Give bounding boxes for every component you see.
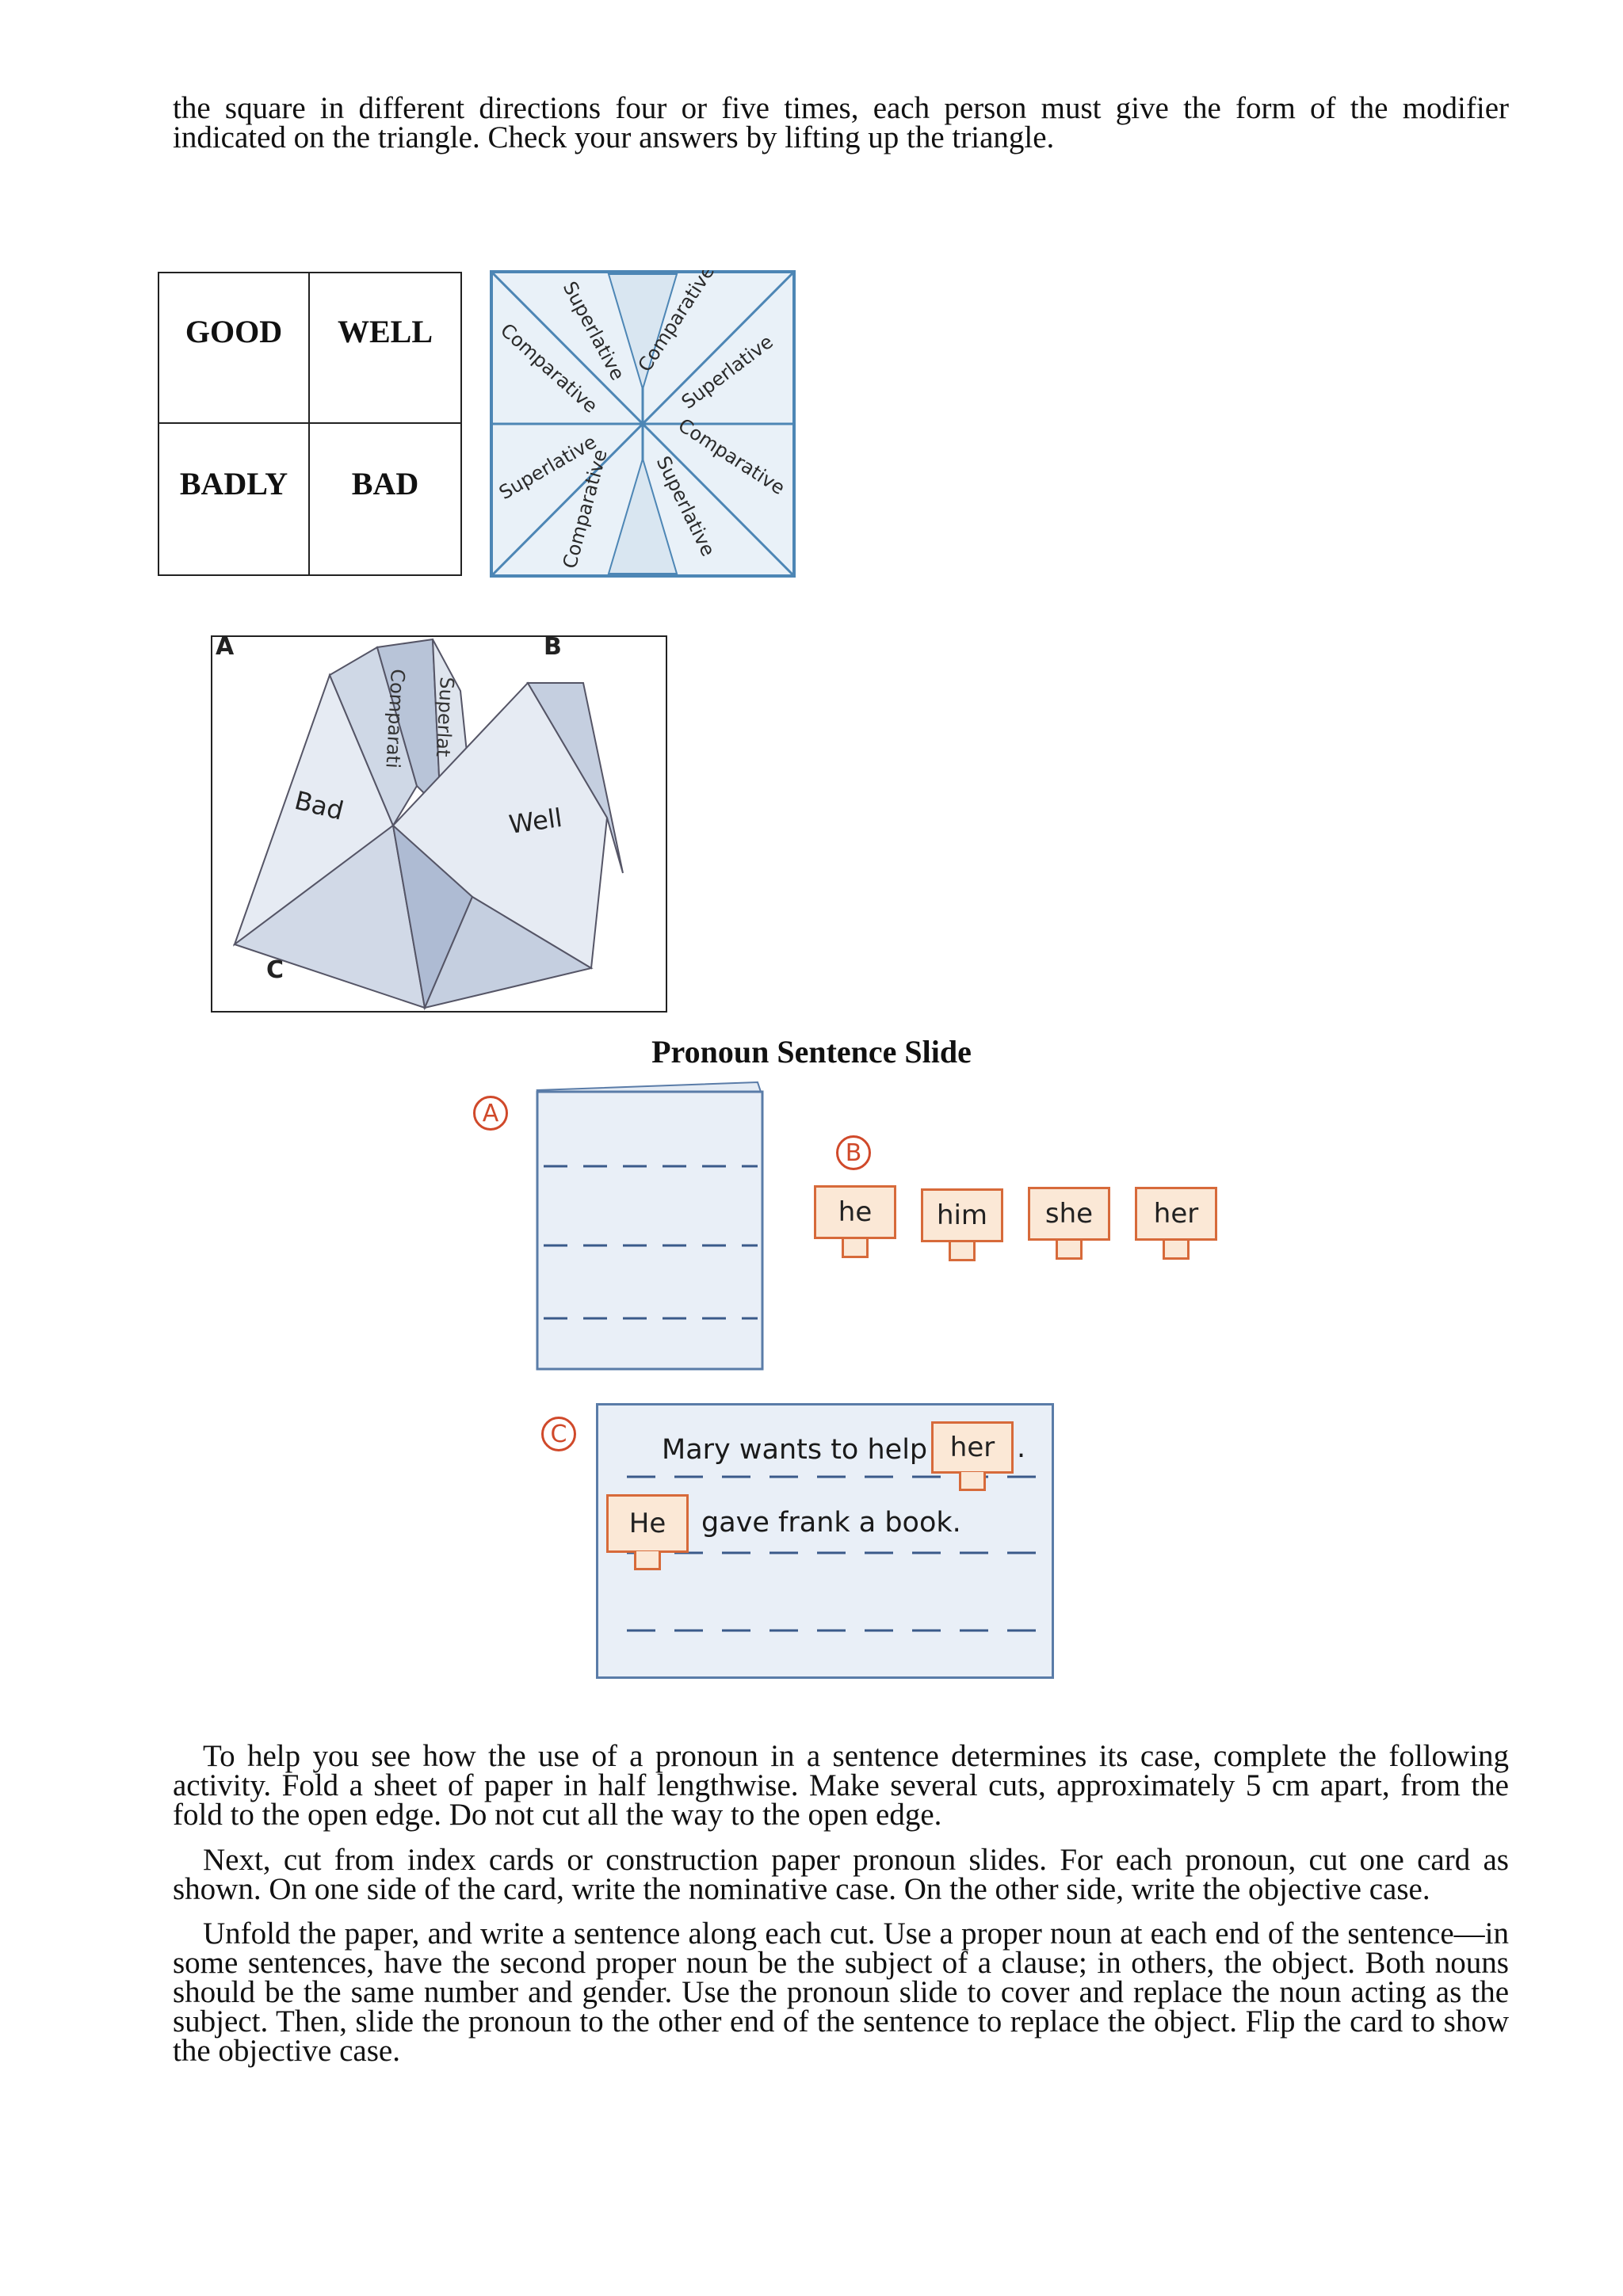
folded-paper-diagram bbox=[536, 1081, 766, 1372]
grid-cell-good: GOOD bbox=[159, 273, 310, 424]
pronoun-slide-she: she bbox=[1028, 1187, 1110, 1241]
pronoun-slide-tab bbox=[949, 1242, 976, 1261]
pronoun-slide-her: her bbox=[1135, 1187, 1217, 1241]
grid-cell-well: WELL bbox=[310, 273, 460, 424]
sentence-one-period: . bbox=[1017, 1432, 1025, 1464]
pronoun-slide-tab bbox=[634, 1551, 661, 1570]
figure-title: Pronoun Sentence Slide bbox=[0, 1033, 1623, 1070]
pronoun-slide-he: he bbox=[814, 1185, 896, 1239]
fortune-letter-b: B bbox=[544, 635, 562, 661]
grid-cell-badly: BADLY bbox=[159, 424, 310, 574]
fortune-letter-c: C bbox=[266, 956, 284, 984]
pronoun-slide-tab bbox=[842, 1239, 869, 1258]
fortune-teller-diagram: A B C Bad Well Comparati Superlat bbox=[211, 635, 667, 1013]
marker-a: A bbox=[473, 1096, 508, 1131]
folded-square-diagram: Superlative Comparative Comparative Supe… bbox=[490, 270, 796, 578]
intro-paragraph: the square in different directions four … bbox=[173, 93, 1509, 152]
marker-b: B bbox=[836, 1135, 871, 1170]
instruction-paragraph-2: Next, cut from index cards or constructi… bbox=[173, 1845, 1509, 1904]
marker-c: C bbox=[541, 1417, 576, 1451]
sentence-two-pronoun-slide: He bbox=[606, 1494, 689, 1553]
sentence-two-text: gave frank a book. bbox=[701, 1507, 961, 1539]
pronoun-slide-tab bbox=[959, 1472, 986, 1491]
pronoun-slide-tab bbox=[1163, 1241, 1190, 1260]
sentence-sheet: Mary wants to help her . He gave frank a… bbox=[596, 1403, 1054, 1679]
instruction-paragraph-3: Unfold the paper, and write a sentence a… bbox=[173, 1919, 1509, 2065]
pronoun-slide-tab bbox=[1056, 1241, 1083, 1260]
instruction-paragraph-1: To help you see how the use of a pronoun… bbox=[173, 1741, 1509, 1829]
sentence-one-text: Mary wants to help bbox=[662, 1434, 927, 1466]
modifier-word-grid: GOOD WELL BADLY BAD bbox=[158, 272, 462, 576]
grid-cell-bad: BAD bbox=[310, 424, 460, 574]
pronoun-slide-him: him bbox=[921, 1188, 1003, 1242]
sentence-one-pronoun-slide: her bbox=[931, 1421, 1014, 1474]
fortune-letter-a: A bbox=[216, 635, 235, 661]
fortune-flap-superlative: Superlat bbox=[432, 677, 458, 757]
